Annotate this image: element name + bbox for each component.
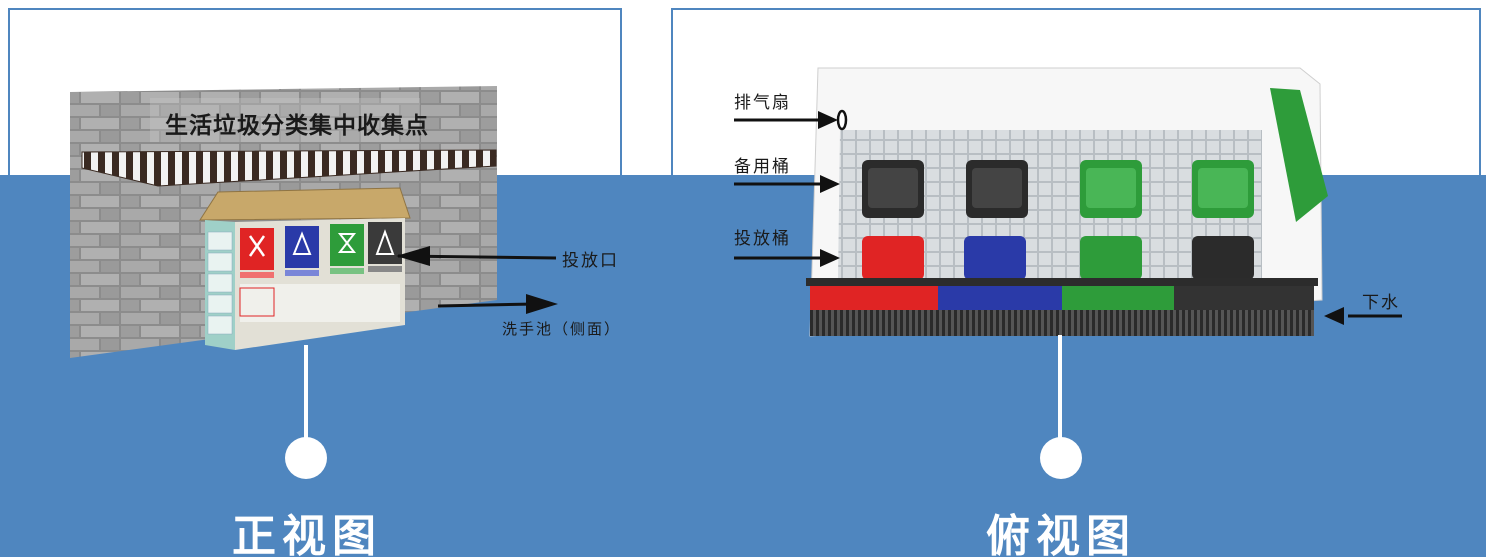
label-spare-bins: 备用桶 xyxy=(734,157,791,177)
label-drop-bins: 投放桶 xyxy=(734,229,791,249)
node-front xyxy=(285,437,327,479)
top-view-frame xyxy=(671,8,1481,176)
wall-sign-panel xyxy=(150,98,420,142)
drop-bin-row xyxy=(862,236,1254,280)
front-view-title: 正视图 xyxy=(232,511,382,557)
top-view-illustration xyxy=(734,67,1402,337)
label-exhaust-fan: 排气扇 xyxy=(734,93,791,113)
arrow-sink xyxy=(437,294,558,314)
arrow-spare-bins xyxy=(734,175,840,193)
arrow-exhaust-fan xyxy=(734,111,838,129)
door-panel xyxy=(1270,88,1328,222)
wall-sign-text: 生活垃圾分类集中收集点 xyxy=(165,113,429,139)
kiosk xyxy=(199,187,411,350)
spare-bin-row xyxy=(862,160,1254,218)
label-sink: 洗手池（侧面） xyxy=(502,320,622,338)
room-floor xyxy=(838,130,1262,280)
top-view-title: 俯视图 xyxy=(986,511,1136,557)
connector-front xyxy=(304,345,308,445)
arrow-drain xyxy=(1324,307,1402,325)
label-drop-opening: 投放口 xyxy=(562,251,619,271)
arrow-drop-bins xyxy=(734,249,840,267)
front-view-illustration xyxy=(70,86,558,358)
arrow-drop-opening xyxy=(396,246,557,266)
label-drain: 下水 xyxy=(1362,293,1400,313)
exhaust-fan-icon xyxy=(836,109,848,131)
node-top xyxy=(1040,437,1082,479)
front-counter xyxy=(806,278,1318,336)
connector-top xyxy=(1058,335,1062,445)
front-view-frame xyxy=(8,8,622,176)
awning xyxy=(81,149,497,187)
